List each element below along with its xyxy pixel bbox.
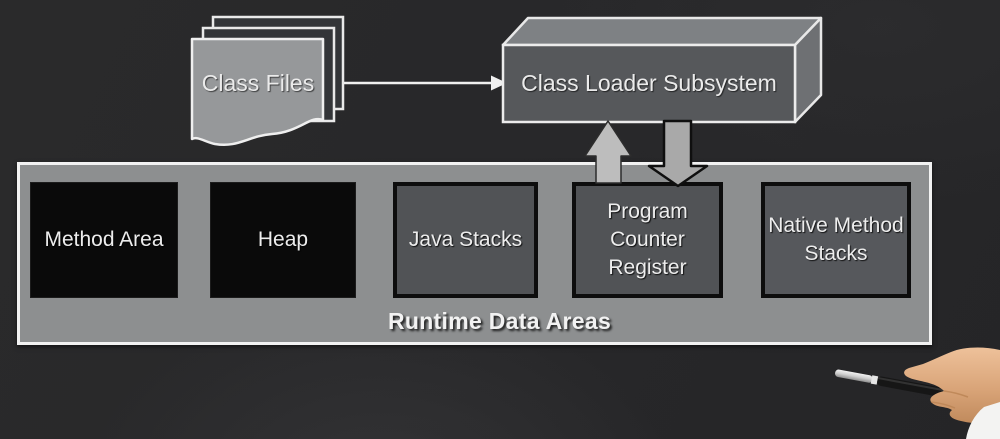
class-files-stack-icon [190,15,345,147]
program-counter-register-box: Program Counter Register [572,182,723,298]
class-loader-box [501,16,823,124]
heap-box: Heap [210,182,356,298]
class-files-title: Class Files [201,70,315,97]
java-stacks-label: Java Stacks [408,228,523,252]
runtime-data-areas-title: Runtime Data Areas [387,308,612,334]
method-area-label: Method Area [44,228,164,252]
native-method-stacks-box: Native Method Stacks [761,182,911,298]
program-counter-register-label: Program Counter Register [607,200,688,279]
pen [835,369,955,399]
classfiles-to-loader-arrow [344,75,507,91]
native-method-stacks-label: Native Method Stacks [768,214,904,265]
hand-with-pen [835,347,1000,439]
method-area-box: Method Area [30,182,178,298]
java-stacks-box: Java Stacks [393,182,538,298]
heap-label: Heap [257,228,309,252]
hand [904,347,1000,424]
shirt-cuff [966,402,1000,439]
class-loader-title: Class Loader Subsystem [521,70,777,97]
